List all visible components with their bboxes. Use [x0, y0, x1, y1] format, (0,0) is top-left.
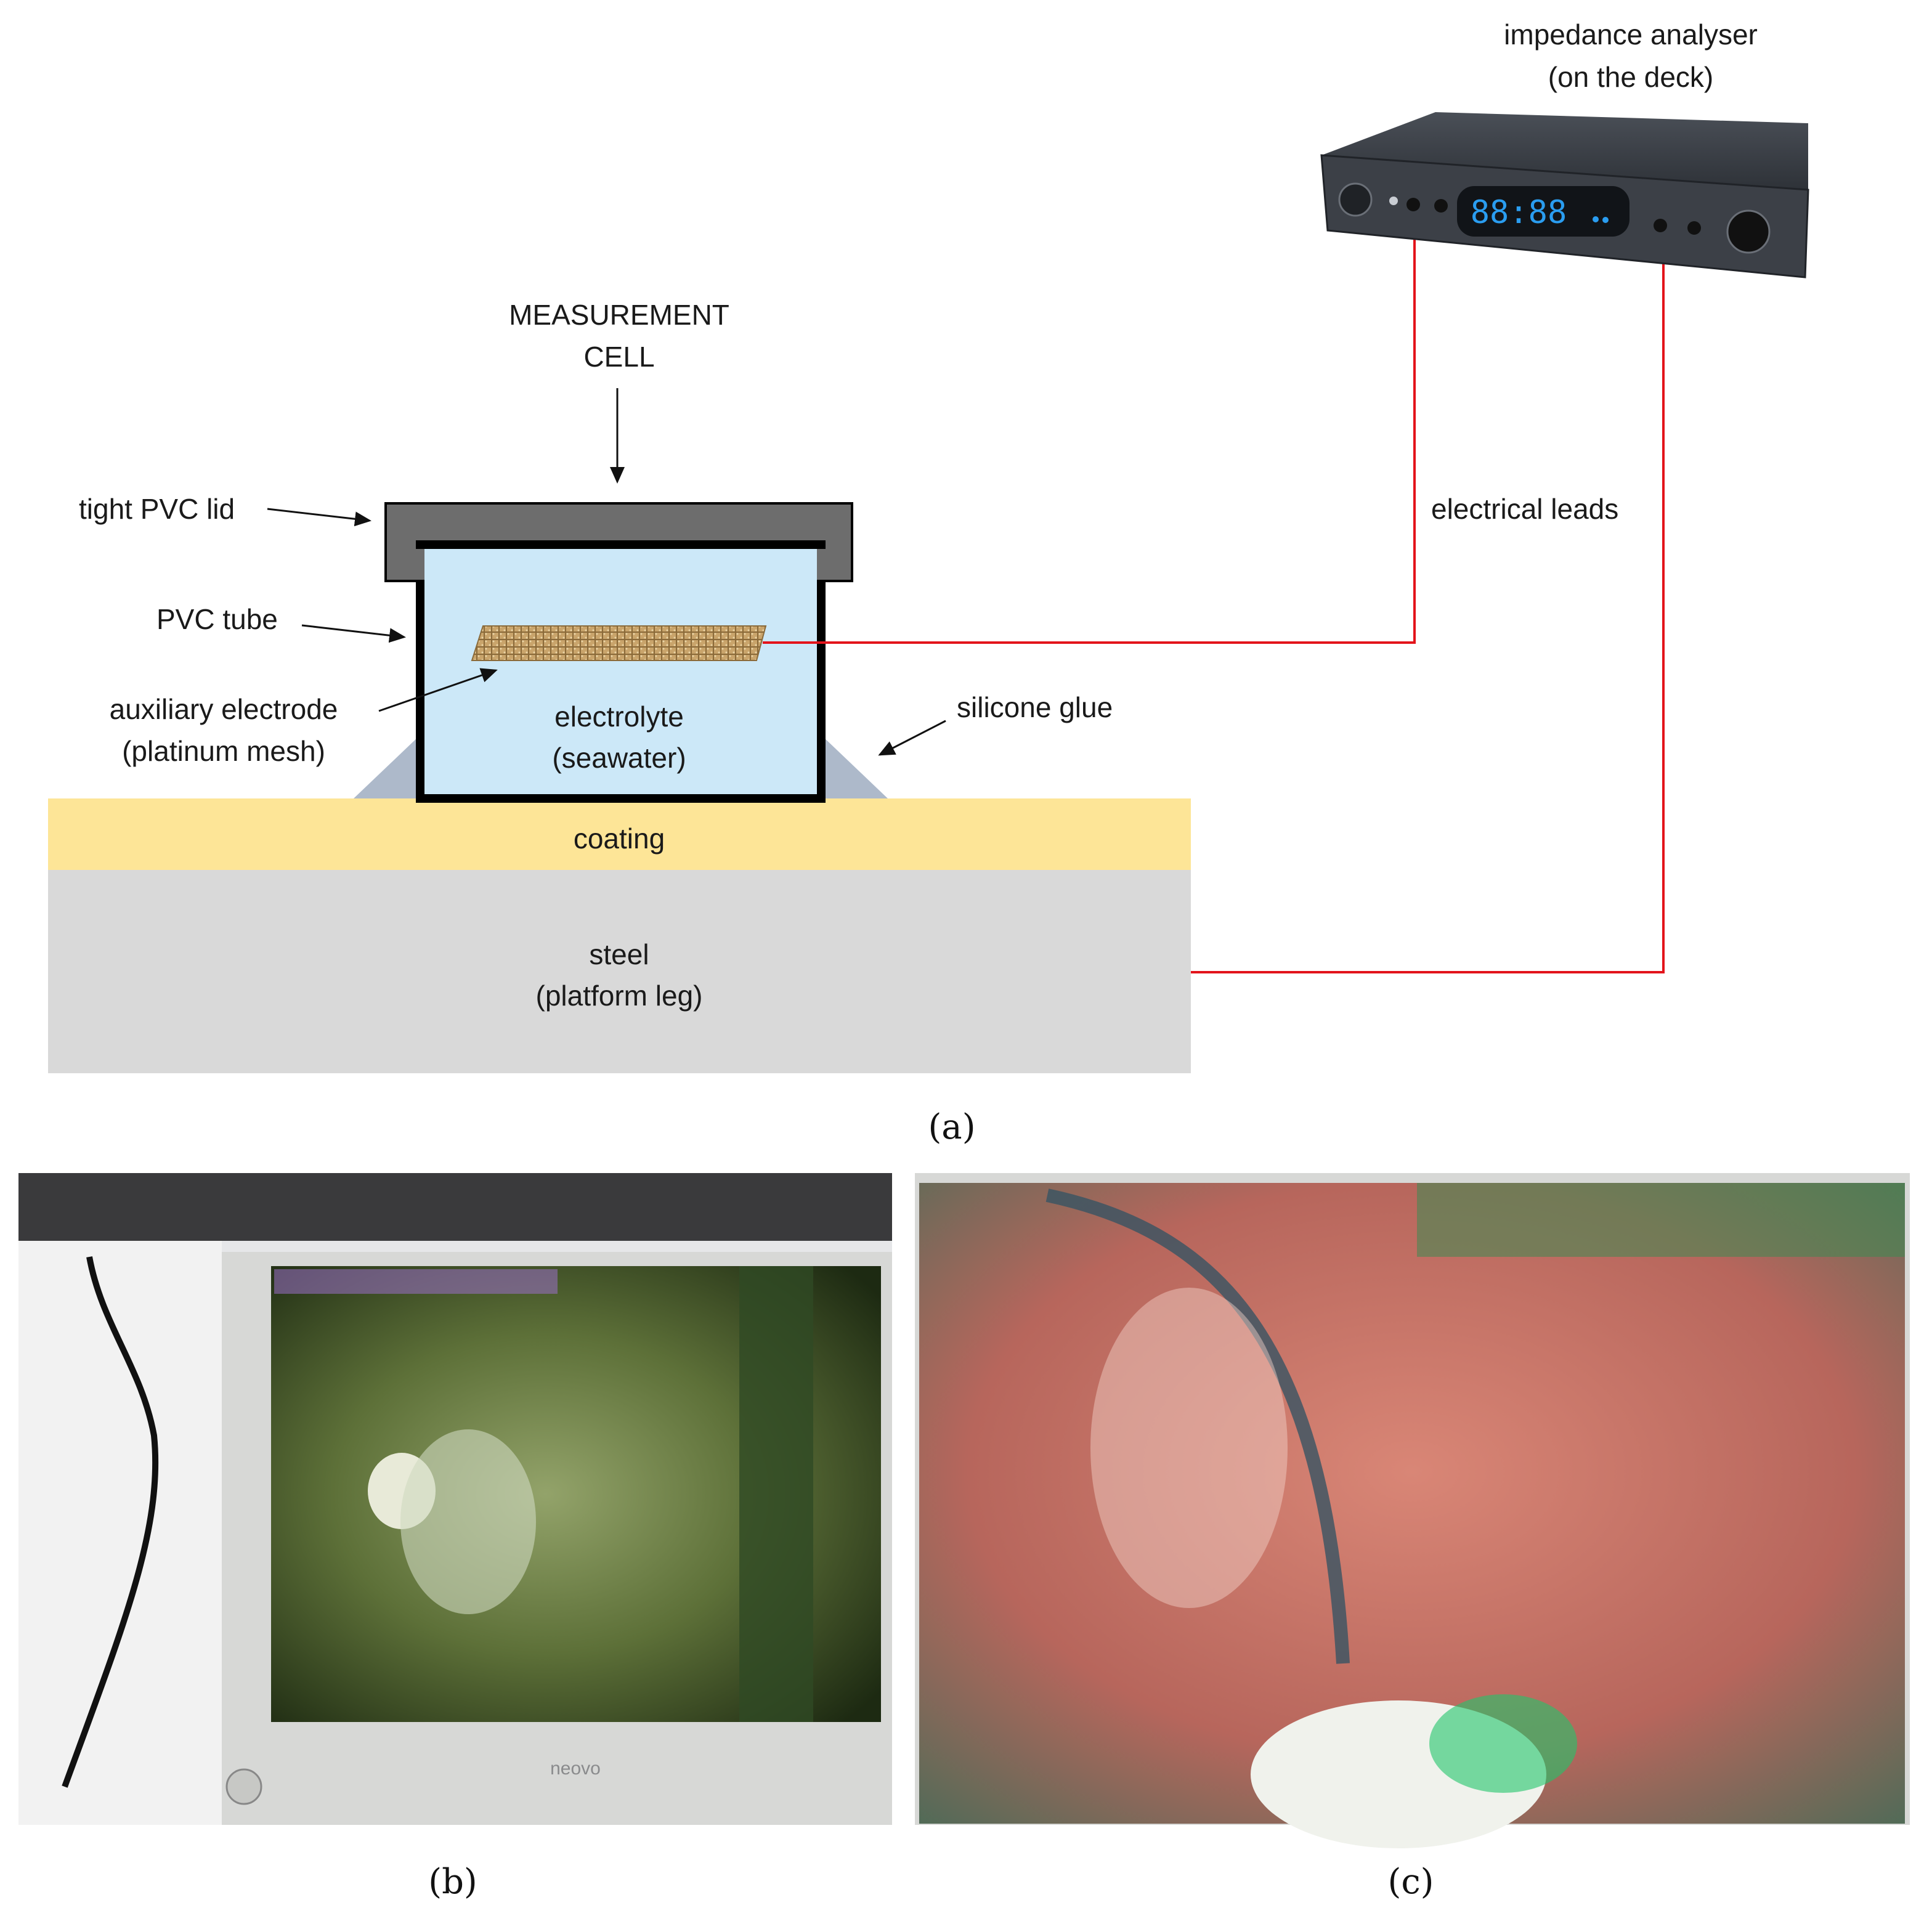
measurement-cell-title-line2: CELL	[583, 341, 654, 373]
platinum-mesh-electrode	[471, 625, 767, 661]
lead-wire-electrode	[763, 203, 1416, 644]
photo-b-cable	[62, 1256, 159, 1788]
steel-label-line1: steel	[589, 938, 649, 970]
front-knob-left-icon	[1338, 182, 1373, 217]
coating-layer	[48, 798, 1191, 870]
caption-c: (c)	[1387, 1862, 1434, 1902]
silicone-glue-arrow	[878, 720, 946, 756]
display-dot-2-icon	[1602, 217, 1609, 223]
photo-b-coating-patch	[400, 1429, 536, 1614]
coating-label: coating	[574, 822, 665, 855]
impedance-analyser-device: 88:88	[1320, 112, 1809, 278]
measurement-cell-title-line1: MEASUREMENT	[509, 299, 729, 331]
photo-c-light-reflection	[1090, 1288, 1288, 1608]
electrical-leads-label: electrical leads	[1431, 493, 1618, 525]
lid-arrow	[267, 508, 371, 527]
aux-electrode-label-line1: auxiliary electrode	[110, 693, 338, 725]
caption-a: (a)	[928, 1107, 975, 1147]
device-display	[1457, 186, 1630, 237]
front-knob-right-icon	[1726, 209, 1771, 254]
front-led-icon	[1389, 197, 1398, 205]
caption-b: (b)	[428, 1862, 477, 1902]
device-top	[1321, 112, 1808, 190]
front-socket-2-icon	[1434, 199, 1448, 213]
photo-b-pipe	[739, 1266, 813, 1722]
monitor-screen-glare	[274, 1269, 558, 1294]
analyser-label-line2: (on the deck)	[1548, 61, 1713, 93]
photo-c-green-top	[1417, 1183, 1905, 1257]
photo-b-wall	[18, 1241, 222, 1825]
front-socket-4-icon	[1687, 221, 1701, 235]
photo-b-shelf	[18, 1173, 892, 1241]
tube-top-edge	[416, 540, 826, 549]
electrolyte-label-line1: electrolyte	[554, 701, 684, 733]
photo-c-weld-seam	[1045, 1188, 1350, 1664]
panel-a-schematic: steel (platform leg) coating electrolyte…	[48, 18, 1809, 1147]
silicone-glue-label: silicone glue	[957, 691, 1113, 723]
front-socket-1-icon	[1406, 198, 1420, 211]
tube-label: PVC tube	[156, 603, 278, 635]
panel-c-photo: (c)	[915, 1173, 1910, 1902]
photo-c-green-glow	[1429, 1694, 1577, 1793]
monitor-power-button-icon	[225, 1768, 262, 1805]
silicone-glue-left	[354, 735, 420, 798]
tube-arrow	[301, 624, 406, 643]
aux-electrode-label-line2: (platinum mesh)	[122, 735, 325, 767]
aux-electrode-arrow	[378, 668, 498, 712]
silicone-glue-right	[821, 735, 888, 798]
analyser-label-line1: impedance analyser	[1504, 18, 1758, 51]
lead-wire-steel	[1191, 227, 1665, 973]
panel-b-photo: neovo (b)	[18, 1173, 892, 1902]
tube-interior-top	[424, 549, 817, 586]
electrolyte-label-line2: (seawater)	[552, 742, 686, 774]
display-dot-1-icon	[1593, 216, 1599, 222]
front-socket-3-icon	[1654, 219, 1667, 232]
lid-label: tight PVC lid	[79, 493, 235, 525]
steel-layer	[48, 870, 1191, 1073]
steel-label-line2: (platform leg)	[536, 980, 703, 1012]
monitor-brand-logo: neovo	[550, 1758, 601, 1779]
device-display-readout: 88:88	[1471, 194, 1567, 231]
